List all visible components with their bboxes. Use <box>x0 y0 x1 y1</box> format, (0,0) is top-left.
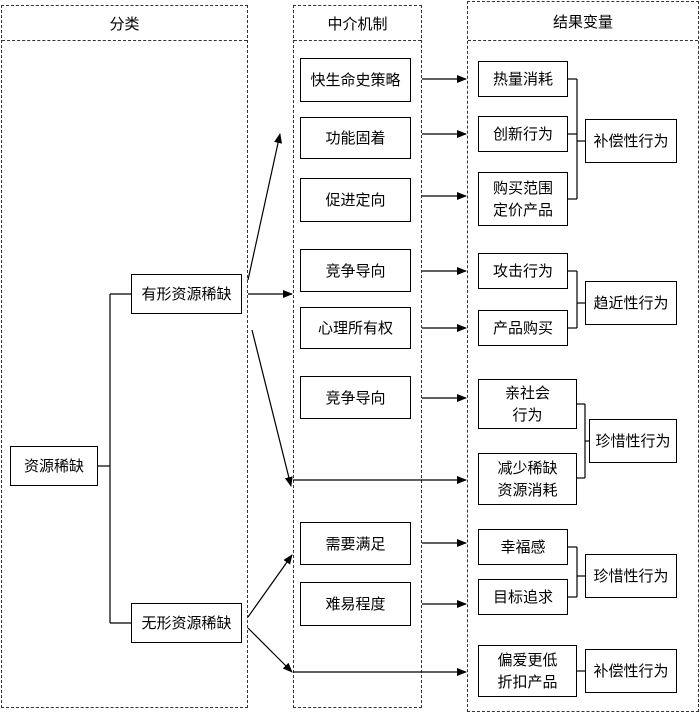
mechanism-psychological-ownership: 心理所有权 <box>300 307 411 349</box>
outcome-purchase-range: 购买范围 定价产品 <box>478 172 568 226</box>
mechanism-promotion-focus: 促进定向 <box>300 178 411 222</box>
outcome-column-header: 结果变量 <box>468 2 698 41</box>
outcome-wellbeing: 幸福感 <box>478 529 568 565</box>
outcome-calorie-consumption: 热量消耗 <box>478 61 568 97</box>
tangible-scarcity: 有形资源稀缺 <box>131 274 242 314</box>
outcome-aggression: 攻击行为 <box>478 253 568 289</box>
group-compensatory-1: 补偿性行为 <box>585 119 677 163</box>
intangible-scarcity: 无形资源稀缺 <box>131 603 242 643</box>
group-cherishing-1: 珍惜性行为 <box>589 419 677 463</box>
mechanism-fast-life-history: 快生命史策略 <box>300 58 411 102</box>
group-approach: 趋近性行为 <box>585 281 677 325</box>
group-cherishing-2: 珍惜性行为 <box>585 554 677 598</box>
mechanism-competition-orientation-2: 竞争导向 <box>300 376 411 419</box>
category-column-header: 分类 <box>2 6 247 41</box>
mechanism-functional-fixedness: 功能固着 <box>300 117 411 159</box>
mechanism-need-satisfaction: 需要满足 <box>300 522 411 565</box>
mechanism-column-header: 中介机制 <box>294 6 421 41</box>
outcome-reduce-consumption: 减少稀缺 资源消耗 <box>478 453 577 505</box>
outcome-goal-pursuit: 目标追求 <box>478 579 568 615</box>
mechanism-column: 中介机制 <box>293 5 422 708</box>
outcome-prosocial: 亲社会 行为 <box>478 379 577 429</box>
mechanism-competition-orientation-1: 竞争导向 <box>300 249 411 292</box>
outcome-prefer-discount: 偏爱更低 折扣产品 <box>478 645 577 697</box>
outcome-column: 结果变量 <box>467 1 699 712</box>
outcome-product-purchase: 产品购买 <box>478 310 568 346</box>
mechanism-difficulty: 难易程度 <box>300 582 411 626</box>
category-column: 分类 <box>1 5 248 708</box>
group-compensatory-2: 补偿性行为 <box>585 649 677 693</box>
root-resource-scarcity: 资源稀缺 <box>10 446 98 486</box>
outcome-innovation: 创新行为 <box>478 116 568 152</box>
